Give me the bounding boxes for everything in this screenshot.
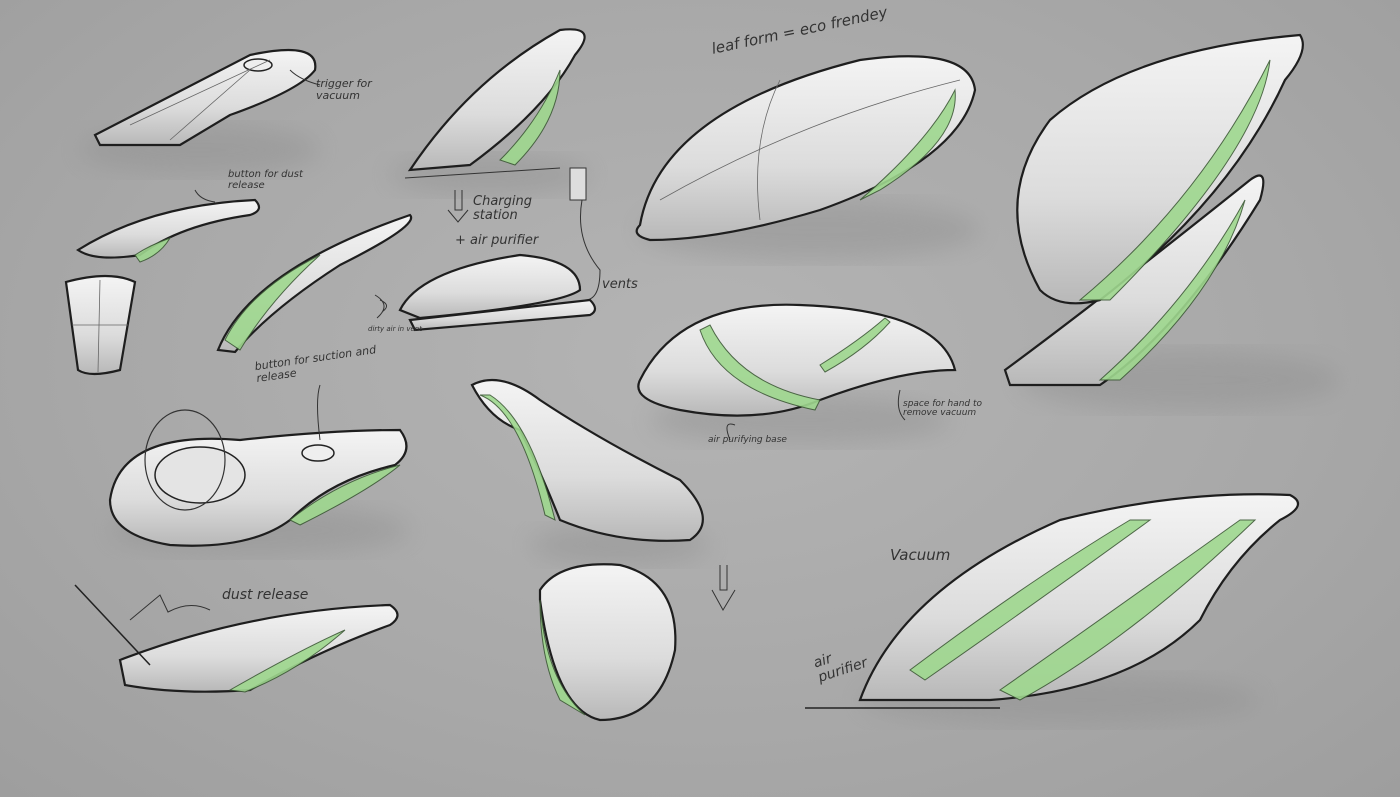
- sketch-suction-unit: [108, 409, 410, 555]
- sketch-charging-station: [374, 167, 601, 332]
- sketch-bottle: [470, 378, 736, 722]
- sketch-air-purifying-base: [637, 303, 957, 445]
- sketch-leaf-form: [635, 55, 980, 260]
- annotation-trigger: trigger for vacuum: [316, 77, 372, 102]
- sketch-leaf-mid: [216, 213, 413, 354]
- sketch-handheld-top: [80, 48, 320, 175]
- annotation-charging: Charging station: [473, 194, 532, 223]
- sketch-cup: [64, 274, 137, 376]
- sketch-leaf-top: [390, 28, 590, 195]
- annotation-dust-button: button for dust release: [228, 169, 303, 191]
- sketch-tall-vacuum: [1003, 33, 1340, 410]
- sketch-vacuum-purifier: [805, 493, 1300, 725]
- annotation-dust-release: dust release: [222, 587, 309, 603]
- sketch-dust-release: [74, 584, 399, 693]
- sketch-wand: [76, 198, 261, 263]
- annotation-hand-space: space for hand to remove vacuum: [903, 399, 983, 419]
- annotation-air-base: air purifying base: [708, 435, 787, 445]
- annotation-dirty-air: dirty air in vent: [368, 325, 422, 333]
- annotation-air-purifier-top: + air purifier: [455, 233, 539, 248]
- annotation-vacuum: Vacuum: [890, 546, 951, 564]
- annotation-vents: vents: [602, 277, 638, 292]
